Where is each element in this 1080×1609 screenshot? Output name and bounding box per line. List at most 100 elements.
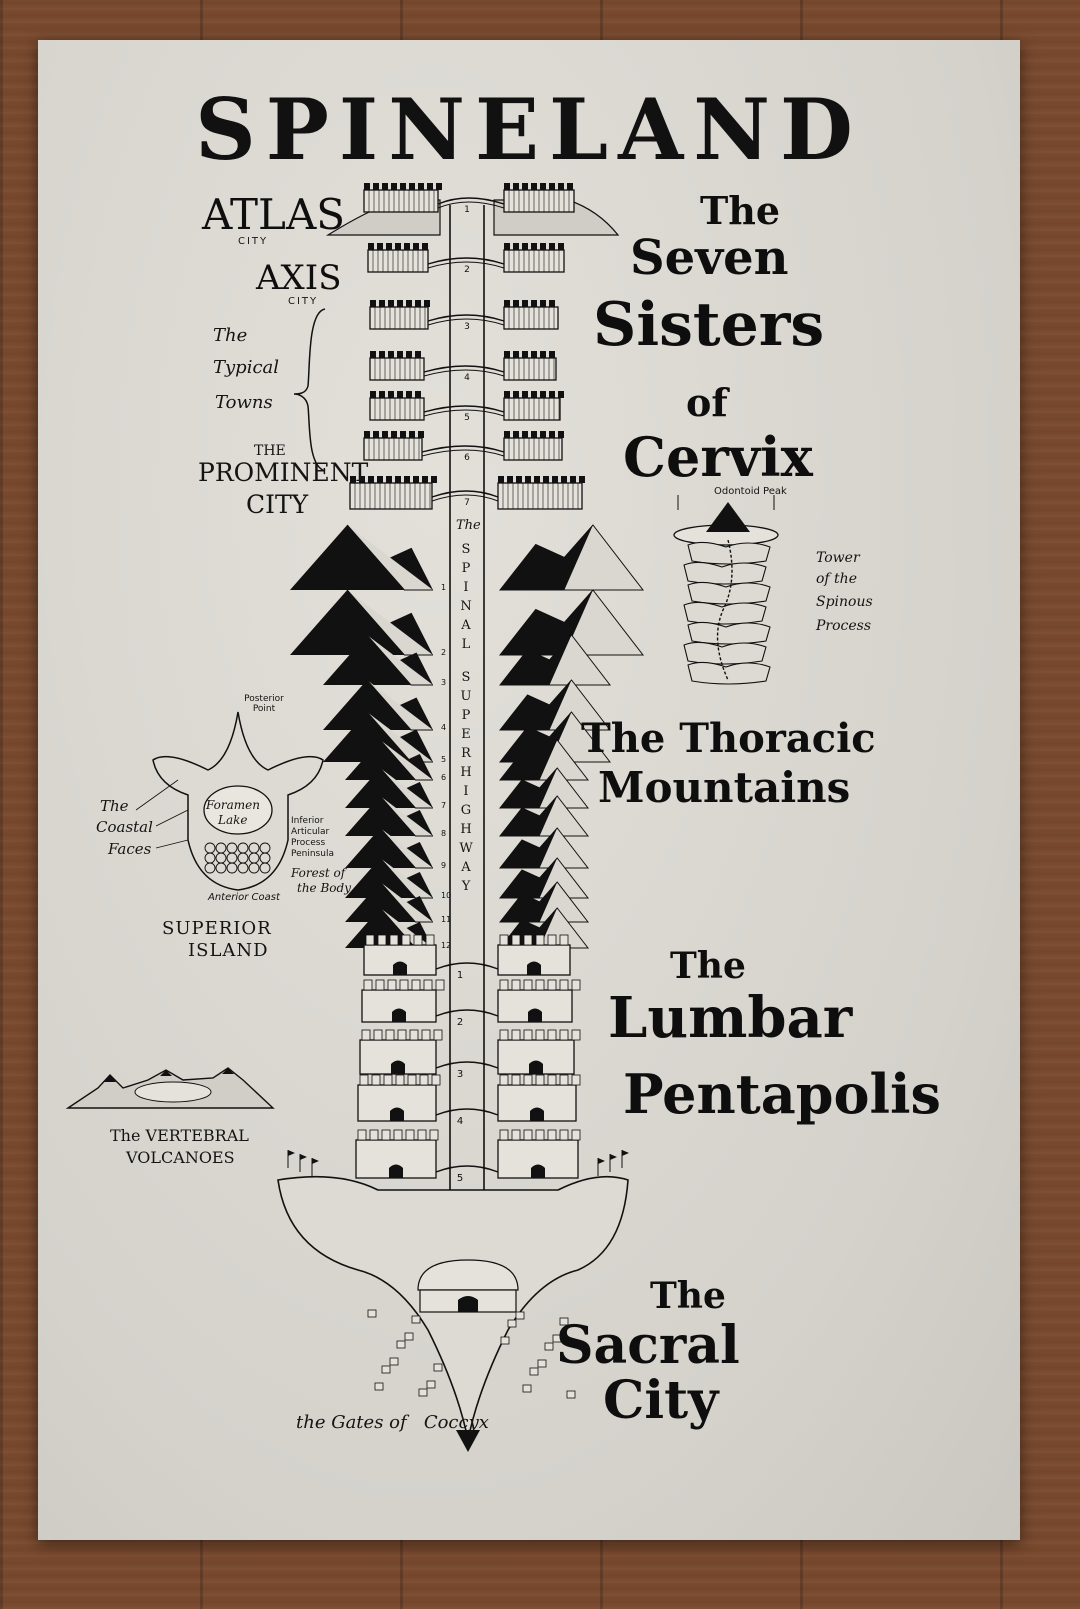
superior-island-drawing (135, 711, 324, 891)
cervical-town-right-5-roof (504, 391, 510, 398)
cervical-town-left-4-roof (415, 351, 421, 358)
cervical-town-left-7-roof (431, 476, 437, 483)
sacral-flag (610, 1154, 617, 1160)
lumbar-cities (355, 934, 581, 1179)
cervical-town-left-7 (349, 476, 437, 510)
cervical-town-left-4-roof (370, 351, 376, 358)
lumbar-tower (377, 934, 387, 946)
lumbar-tower (523, 1074, 533, 1086)
sacral-house (381, 1365, 391, 1374)
lumbar-tower (431, 1074, 441, 1086)
cervical-bridge-4 (423, 365, 505, 373)
lumbar-tower (559, 1029, 569, 1041)
lumbar-city-right-4 (497, 1074, 581, 1122)
tower-label-4: Process (816, 618, 872, 634)
thoracic-number-5: 5 (441, 755, 446, 764)
lumbar-tower (535, 1074, 545, 1086)
sacral-city-drawing (277, 1150, 629, 1452)
sacral-the: The (650, 1275, 726, 1317)
lumbar-tower (511, 1074, 521, 1086)
lumbar-city-right-1 (497, 934, 571, 976)
lumbar-tower (535, 934, 545, 946)
lumbar-tower (547, 1074, 557, 1086)
atlas-city-label: CITY (238, 236, 269, 247)
coastal-pointer-3 (155, 839, 189, 849)
cervical-town-right-3-roof (531, 300, 537, 307)
lumbar-city-left-1 (363, 934, 437, 976)
cervical-town-right-6-roof (558, 431, 564, 438)
cervical-town-right-3-wall (503, 306, 559, 330)
cervical-town-left-2-roof (368, 243, 374, 250)
lumbar-gate (531, 1164, 545, 1178)
cervical-town-right-7-roof (507, 476, 513, 483)
sacral-house (544, 1342, 554, 1351)
cervical-town-left-1-roof (391, 183, 397, 190)
thoracic-number-10: 10 (441, 891, 451, 900)
lumbar-city-left-2 (361, 979, 445, 1023)
lumbar-gate (393, 961, 407, 975)
coastal-faces-2: Coastal (96, 818, 153, 836)
superior-island-1: SUPERIOR (162, 918, 272, 939)
map-title: SPINELAND (195, 80, 863, 179)
cervical-town-right-5-wall (503, 397, 561, 421)
cervical-town-right-1-roof (567, 183, 573, 190)
cervical-town-right-3-roof (504, 300, 510, 307)
cervical-town-right-3-roof (549, 300, 555, 307)
sacral-sacral: Sacral (556, 1315, 740, 1376)
cervical-town-right-7 (497, 476, 585, 510)
highway-the: The (456, 518, 481, 533)
cervical-town-left-1-roof (364, 183, 370, 190)
spinous-tower-drawing (673, 495, 779, 685)
sacral-city: City (603, 1370, 719, 1431)
thoracic-number-12: 12 (441, 941, 451, 950)
sacral-house (433, 1363, 443, 1372)
volcanoes-label-1: The VERTEBRAL (110, 1126, 249, 1145)
lumbar-tower (381, 1129, 391, 1141)
cervical-town-right-7-roof (516, 476, 522, 483)
lumbar-tower (413, 934, 423, 946)
cervical-town-left-7-roof (377, 476, 383, 483)
lumbar-city-left-4 (357, 1074, 441, 1122)
thoracic-mountain-right-shade-4 (500, 680, 572, 730)
lumbar-tower (523, 1029, 533, 1041)
cervical-town-left-3-roof (424, 300, 430, 307)
lumbar-tower (399, 979, 409, 991)
lumbar-tower (401, 934, 411, 946)
cervical-bridge-lower-7 (431, 494, 499, 502)
sacral-house (418, 1388, 428, 1397)
lumbar-bridge-4 (435, 1108, 499, 1116)
cervical-bridge-2 (427, 257, 505, 265)
lumbar-pentapolis: Pentapolis (623, 1062, 941, 1126)
tower-label-2: of the (816, 571, 857, 587)
sacral-house (389, 1357, 399, 1366)
lumbar-tower (523, 934, 533, 946)
cervical-town-left-1-roof (382, 183, 388, 190)
sacral-house (367, 1309, 377, 1318)
lumbar-tower (499, 934, 509, 946)
sacral-house (507, 1319, 517, 1328)
cervical-bridge-7 (431, 490, 499, 498)
cervical-town-right-6-roof (549, 431, 555, 438)
superior-island-2: ISLAND (188, 940, 269, 961)
cervical-town-left-5 (369, 391, 425, 421)
thoracic-number-6: 6 (441, 773, 446, 782)
cervical-town-right-7-roof (579, 476, 585, 483)
cervical-town-left-4-roof (388, 351, 394, 358)
cervical-town-right-2-roof (531, 243, 537, 250)
cervical-town-right-5-roof (540, 391, 546, 398)
cervical-town-right-3-roof (522, 300, 528, 307)
cervical-town-right-1-roof (558, 183, 564, 190)
cervical-town-left-6-roof (373, 431, 379, 438)
cervical-town-right-7-roof (570, 476, 576, 483)
lumbar-tower (559, 934, 569, 946)
cervical-town-left-1-roof (373, 183, 379, 190)
cervical-town-left-7-roof (404, 476, 410, 483)
lumbar-tower (395, 1074, 405, 1086)
lumbar-number-2: 2 (457, 1017, 463, 1028)
lumbar-tower (571, 1129, 581, 1141)
lumbar-the: The (670, 945, 746, 987)
cervical-town-left-4-roof (406, 351, 412, 358)
sacral-flag (622, 1150, 629, 1156)
cervical-bridge-6 (421, 445, 505, 453)
forest-tree (226, 862, 238, 874)
